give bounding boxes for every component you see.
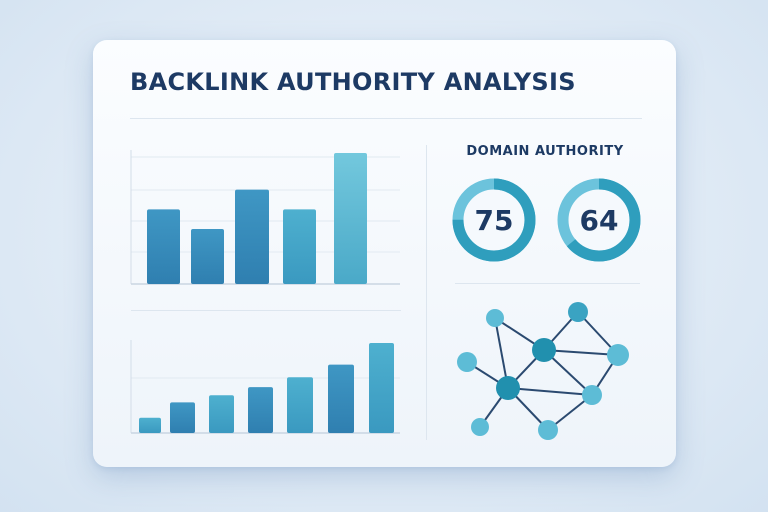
network-edge bbox=[543, 349, 619, 356]
donut-center bbox=[569, 190, 629, 250]
bar-1-1 bbox=[147, 209, 180, 284]
donut-progress bbox=[557, 178, 641, 262]
page-title: BACKLINK AUTHORITY ANALYSIS bbox=[130, 68, 576, 96]
network-node bbox=[486, 309, 504, 327]
donut-progress bbox=[452, 178, 536, 262]
score-64: 64 bbox=[580, 204, 619, 237]
network-node bbox=[538, 420, 558, 440]
network-edge bbox=[507, 387, 593, 396]
bar-1-3 bbox=[235, 189, 269, 284]
bar-2-6 bbox=[328, 364, 354, 433]
bar-2-2 bbox=[170, 402, 195, 433]
network-node bbox=[532, 338, 556, 362]
title-divider bbox=[130, 118, 642, 119]
chart-divider bbox=[131, 310, 401, 311]
bar-1-5 bbox=[334, 153, 367, 284]
network-node bbox=[607, 344, 629, 366]
bar-1-2 bbox=[191, 228, 224, 284]
bar-2-1 bbox=[139, 417, 161, 433]
bar-2-3 bbox=[209, 395, 234, 433]
score-75: 75 bbox=[475, 204, 514, 237]
right-divider bbox=[455, 283, 640, 284]
network-node bbox=[568, 302, 588, 322]
bar-2-4 bbox=[248, 387, 273, 433]
vertical-divider bbox=[426, 145, 427, 440]
network-node bbox=[582, 385, 602, 405]
bar-1-4 bbox=[283, 209, 316, 284]
network-node bbox=[457, 352, 477, 372]
bar-2-7 bbox=[369, 343, 394, 433]
network-node bbox=[471, 418, 489, 436]
bar-2-5 bbox=[287, 377, 313, 433]
domain-authority-label: DOMAIN AUTHORITY bbox=[466, 144, 624, 159]
network-node bbox=[496, 376, 520, 400]
donut-center bbox=[464, 190, 524, 250]
